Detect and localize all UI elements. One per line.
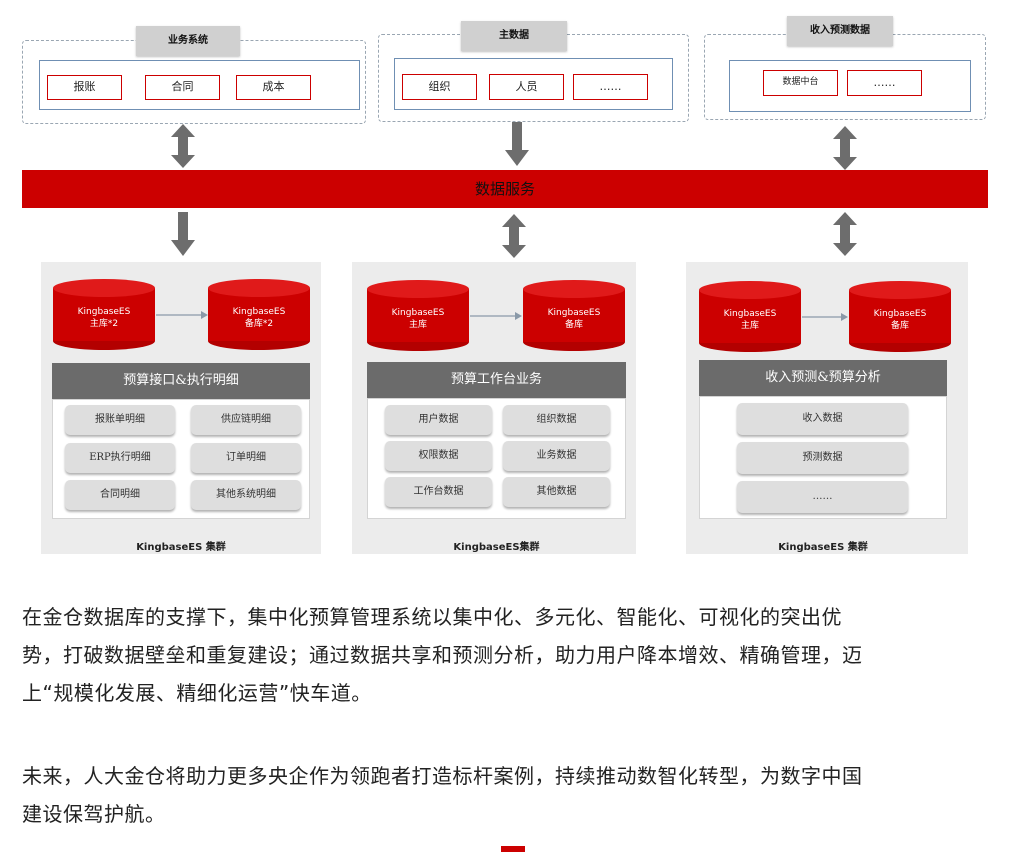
cluster-footer: KingbaseES 集群 [778,542,868,553]
database-icon [53,279,155,350]
pill-item: 业务数据 [503,441,610,471]
database-icon [523,280,625,351]
double-arrow-icon [171,124,195,168]
item-ellipsis-master: …… [573,74,648,100]
db-backup-role: 备库*2 [244,319,274,329]
item-data-platform: 数据中台 [763,70,838,96]
item-chengben: 成本 [236,75,311,100]
pill-item: 工作台数据 [385,477,492,507]
text-line: 上“规模化发展、精细化运营”快车道。 [22,681,372,705]
pill-item: 组织数据 [503,405,610,435]
db-primary-role: 主库*2 [89,319,119,329]
db-primary-name: KingbaseES [77,307,131,317]
arrow-right-icon [802,313,848,321]
db-backup-role: 备库 [890,321,909,331]
db-primary-role: 主库 [740,321,759,331]
pill-item: ERP执行明细 [65,443,175,473]
double-arrow-icon [833,126,857,170]
text-line: 未来，人大金仓将助力更多央企作为领跑者打造标杆案例，持续推动数智化转型，为数字中… [22,764,863,788]
pill-item: 合同明细 [65,480,175,510]
db-primary-name: KingbaseES [391,308,445,318]
double-arrow-icon [502,214,526,258]
arrow-down-icon [505,122,529,166]
item-renyuan: 人员 [489,74,564,100]
group-title-business-systems: 业务系统 [136,26,240,56]
paragraph-1: 在金仓数据库的支撑下，集中化预算管理系统以集中化、多元化、智能化、可视化的突出优… [22,598,1012,712]
database-icon [208,279,310,350]
pill-item: 预测数据 [737,442,908,474]
db-backup-name: KingbaseES [873,309,927,319]
text-line: 势，打破数据壁垒和重复建设；通过数据共享和预测分析，助力用户降本增效、精确管理，… [22,643,863,667]
pill-item: 用户数据 [385,405,492,435]
paragraph-2: 未来，人大金仓将助力更多央企作为领跑者打造标杆案例，持续推动数智化转型，为数字中… [22,757,1012,833]
db-backup-name: KingbaseES [547,308,601,318]
item-baozhang: 报账 [47,75,122,100]
pill-item: 其他系统明细 [191,480,301,510]
database-icon [849,281,951,352]
pill-item: …… [737,481,908,513]
pill-item: 收入数据 [737,403,908,435]
data-service-band: 数据服务 [22,170,988,208]
arrow-right-icon [156,311,208,319]
pill-item: 权限数据 [385,441,492,471]
pill-item: 其他数据 [503,477,610,507]
cluster-header: 收入预测&预算分析 [699,360,947,396]
pill-item: 供应链明细 [191,405,301,435]
arrow-right-icon [470,312,522,320]
item-ellipsis-revenue: …… [847,70,922,96]
pill-item: 报账单明细 [65,405,175,435]
text-line: 在金仓数据库的支撑下，集中化预算管理系统以集中化、多元化、智能化、可视化的突出优 [22,605,842,629]
arrow-down-icon [171,212,195,256]
db-backup-role: 备库 [564,320,583,330]
cluster-header: 预算工作台业务 [367,362,626,398]
group-title-master-data: 主数据 [461,21,567,51]
db-primary-name: KingbaseES [723,309,777,319]
item-hetong: 合同 [145,75,220,100]
cluster-header: 预算接口&执行明细 [52,363,310,399]
decorative-red-mark [501,846,525,852]
db-primary-role: 主库 [408,320,427,330]
text-line: 建设保驾护航。 [22,802,166,826]
database-icon [699,281,801,352]
db-backup-name: KingbaseES [232,307,286,317]
database-icon [367,280,469,351]
group-title-revenue-forecast: 收入预测数据 [787,16,893,46]
cluster-footer: KingbaseES集群 [453,542,540,553]
pill-item: 订单明细 [191,443,301,473]
double-arrow-icon [833,212,857,256]
item-zuzhi: 组织 [402,74,477,100]
cluster-footer: KingbaseES 集群 [136,542,226,553]
